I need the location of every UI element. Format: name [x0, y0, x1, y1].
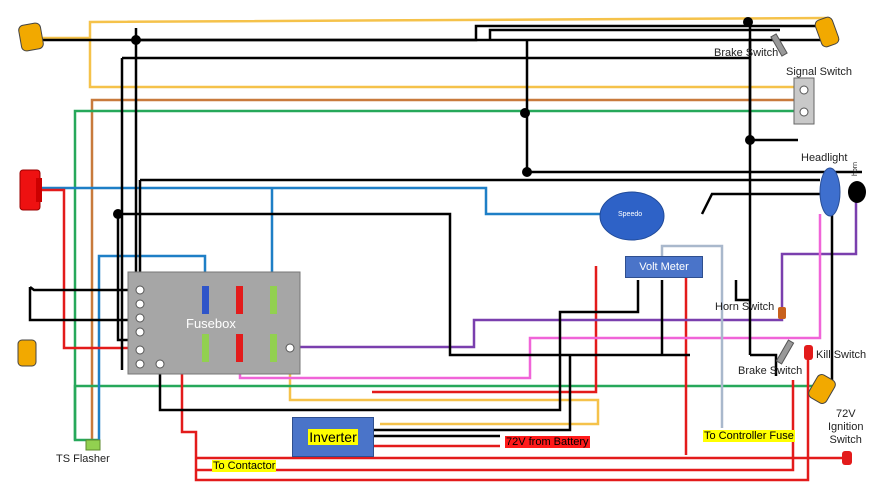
controller-fuse-label: To Controller Fuse: [703, 430, 795, 442]
ts-flasher-icon: [85, 439, 101, 451]
ignition-switch-label: 72V Ignition Switch: [828, 408, 864, 446]
fuses: [202, 286, 277, 362]
volt-meter-label: Volt Meter: [639, 261, 689, 273]
turn-signal-rear-right-icon: [808, 374, 836, 404]
horn-icon: [848, 181, 866, 203]
kill-switch-icon: [804, 345, 813, 360]
red-wires: [40, 188, 846, 482]
signal-switch-icon: [793, 77, 815, 125]
fusebox-terminals: [135, 285, 295, 369]
headlight-label: Headlight: [801, 152, 848, 164]
turn-signal-front-left-icon: [18, 22, 44, 52]
horn-label: horn: [852, 161, 859, 176]
pink-wires: [238, 214, 822, 380]
kill-switch-label: Kill Switch: [816, 349, 867, 361]
speedo-icon: [599, 191, 665, 241]
horn-switch-icon: [778, 307, 786, 319]
turn-signal-rear-left-icon: [17, 339, 37, 367]
horn-switch-label: Horn Switch: [715, 301, 775, 313]
signal-switch-label: Signal Switch: [786, 66, 853, 78]
tail-light-icon: [19, 169, 42, 211]
brake-switch-bottom-icon: [775, 339, 795, 365]
purple-wires: [290, 200, 858, 349]
headlight-icon: [819, 167, 841, 217]
inverter-label: Inverter: [308, 429, 358, 445]
brake-switch-bottom-label: Brake Switch: [738, 365, 803, 377]
brake-switch-top-icon: [770, 33, 788, 57]
brown-wire: [90, 98, 796, 440]
ts-flasher-label: TS Flasher: [56, 453, 110, 465]
battery-label: 72V from Battery: [505, 436, 590, 448]
turn-signal-front-right-icon: [814, 16, 840, 48]
gray-wire: [660, 244, 724, 428]
brake-switch-top-label: Brake Switch: [714, 47, 779, 59]
blue-wires: [40, 186, 600, 440]
speedo-label: Speedo: [618, 211, 643, 218]
yellow-wires: [38, 16, 827, 426]
volt-meter-box: Volt Meter: [625, 256, 703, 278]
contactor-label: To Contactor: [212, 460, 277, 472]
ignition-switch-icon: [842, 451, 852, 465]
fusebox-label: Fusebox: [186, 316, 236, 331]
junction-dots: [113, 17, 755, 219]
inverter-box: Inverter: [292, 417, 374, 457]
